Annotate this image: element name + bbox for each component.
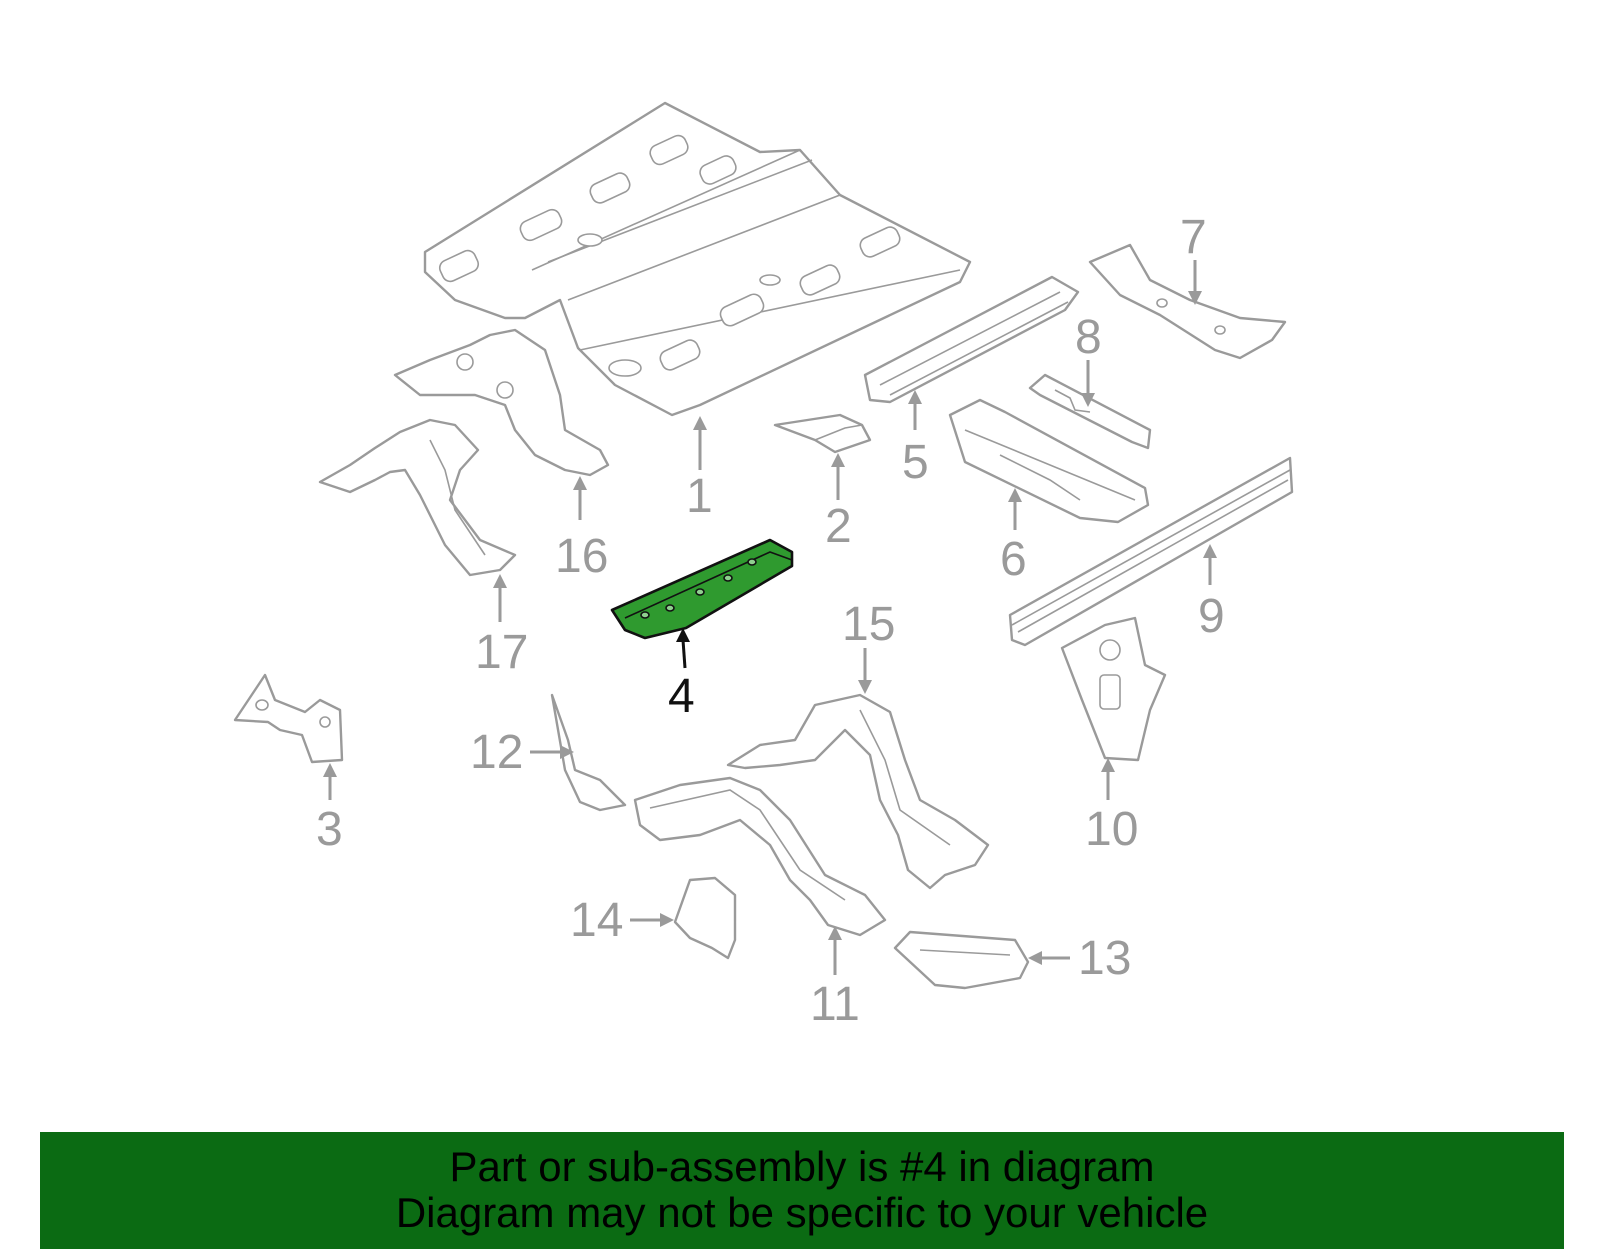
callout-10: 10 bbox=[1085, 758, 1138, 856]
part-14-panel[interactable] bbox=[673, 876, 737, 960]
svg-text:7: 7 bbox=[1180, 211, 1207, 264]
part-11-rear-member[interactable] bbox=[633, 776, 887, 937]
part-7-bracket[interactable] bbox=[1088, 243, 1287, 360]
callout-8: 8 bbox=[1075, 311, 1102, 407]
info-banner: Part or sub-assembly is #4 in diagram Di… bbox=[40, 1132, 1564, 1249]
callout-12: 12 bbox=[470, 726, 574, 779]
callout-3: 3 bbox=[316, 763, 343, 856]
banner-line-1: Part or sub-assembly is #4 in diagram bbox=[449, 1143, 1155, 1190]
part-4-floor-rail[interactable] bbox=[610, 538, 794, 640]
callout-14: 14 bbox=[570, 894, 674, 947]
svg-text:5: 5 bbox=[902, 436, 929, 489]
callout-2: 2 bbox=[825, 453, 852, 553]
part-2-bracket[interactable] bbox=[773, 413, 872, 454]
parts-diagram: 1 2 3 4 5 6 7 8 9 10 bbox=[233, 101, 1294, 1031]
svg-text:9: 9 bbox=[1198, 590, 1225, 643]
part-15-arch-member[interactable] bbox=[726, 693, 990, 890]
callout-5: 5 bbox=[902, 390, 929, 489]
svg-text:3: 3 bbox=[316, 803, 343, 856]
svg-text:10: 10 bbox=[1085, 803, 1138, 856]
banner-line-2: Diagram may not be specific to your vehi… bbox=[395, 1189, 1209, 1236]
callout-7: 7 bbox=[1180, 211, 1207, 305]
part-13-bracket[interactable] bbox=[893, 930, 1030, 990]
svg-text:12: 12 bbox=[470, 726, 523, 779]
svg-text:15: 15 bbox=[842, 598, 895, 651]
callout-11: 11 bbox=[810, 926, 860, 1031]
part-8-plate[interactable] bbox=[1028, 373, 1152, 450]
part-3-bracket[interactable] bbox=[233, 673, 344, 764]
callout-1: 1 bbox=[686, 416, 713, 523]
part-16-arch-bracket[interactable] bbox=[393, 328, 610, 477]
callout-16: 16 bbox=[555, 476, 608, 583]
svg-text:8: 8 bbox=[1075, 311, 1102, 364]
svg-text:11: 11 bbox=[810, 978, 860, 1031]
svg-text:17: 17 bbox=[475, 626, 528, 679]
part-1-floor-pan[interactable] bbox=[423, 101, 972, 417]
svg-text:2: 2 bbox=[825, 500, 852, 553]
svg-text:16: 16 bbox=[555, 530, 608, 583]
svg-text:4: 4 bbox=[668, 670, 695, 723]
svg-text:13: 13 bbox=[1078, 932, 1131, 985]
svg-text:1: 1 bbox=[686, 470, 713, 523]
part-17-arch-member[interactable] bbox=[318, 418, 517, 577]
callout-13: 13 bbox=[1028, 932, 1131, 985]
callout-9: 9 bbox=[1198, 544, 1225, 643]
callout-6: 6 bbox=[1000, 488, 1027, 586]
svg-text:6: 6 bbox=[1000, 533, 1027, 586]
callout-17: 17 bbox=[475, 574, 528, 679]
part-6-reinforcement[interactable] bbox=[948, 398, 1150, 524]
part-10-pillar[interactable] bbox=[1060, 616, 1167, 762]
part-9-side-rail[interactable] bbox=[1008, 456, 1294, 647]
callout-15: 15 bbox=[842, 598, 895, 694]
callout-4: 4 bbox=[668, 628, 695, 723]
svg-text:14: 14 bbox=[570, 894, 623, 947]
part-5-cross-member[interactable] bbox=[863, 275, 1080, 404]
